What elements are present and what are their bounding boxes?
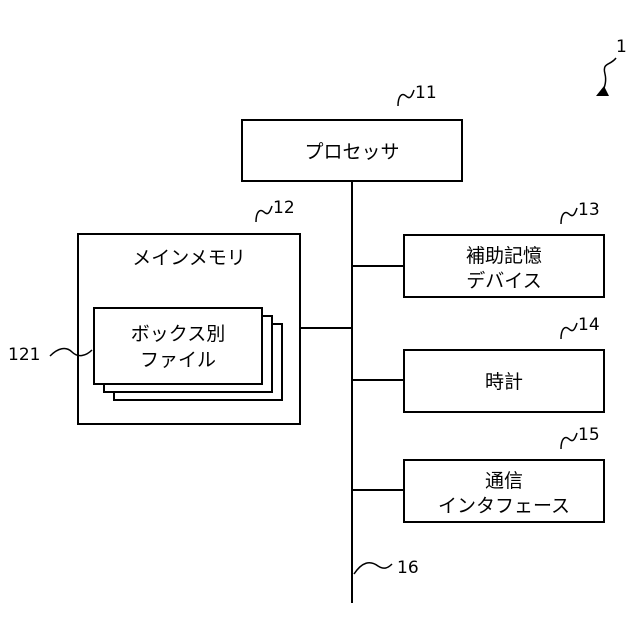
aux-storage-leader-line xyxy=(561,208,577,224)
figure-reference: 1 xyxy=(596,37,627,96)
aux-storage-block: 補助記憶 デバイス 13 xyxy=(404,200,604,297)
clock-block: 時計 14 xyxy=(404,315,604,412)
main-memory-ref: 12 xyxy=(273,198,295,218)
processor-ref: 11 xyxy=(415,83,437,103)
main-memory-leader-line xyxy=(256,206,272,222)
comm-interface-line2: インタフェース xyxy=(438,495,570,517)
processor-leader-line xyxy=(398,90,414,106)
clock-ref: 14 xyxy=(578,315,600,335)
bus: 16 xyxy=(300,181,419,603)
figure-arrow-head xyxy=(596,86,609,96)
clock-leader-line xyxy=(561,323,577,339)
aux-storage-line1: 補助記憶 xyxy=(466,245,542,267)
processor-block: プロセッサ 11 xyxy=(242,83,462,181)
figure-number: 1 xyxy=(616,37,627,57)
comm-interface-block: 通信 インタフェース 15 xyxy=(404,425,604,522)
aux-storage-line2: デバイス xyxy=(466,270,541,292)
processor-label: プロセッサ xyxy=(304,141,399,163)
file-sheet-front xyxy=(94,308,262,384)
comm-interface-line1: 通信 xyxy=(485,470,523,492)
bus-ref: 16 xyxy=(397,558,419,578)
box-files-line2: ファイル xyxy=(140,349,216,371)
comm-interface-ref: 15 xyxy=(578,425,600,445)
main-memory-block: メインメモリ 12 ボックス別 ファイル 121 xyxy=(8,198,300,424)
box-files-ref: 121 xyxy=(8,345,40,365)
box-files-line1: ボックス別 xyxy=(131,323,225,345)
comm-interface-leader-line xyxy=(561,433,577,449)
clock-label: 時計 xyxy=(485,371,523,393)
aux-storage-ref: 13 xyxy=(578,200,600,220)
bus-leader-line xyxy=(354,563,392,574)
main-memory-label: メインメモリ xyxy=(132,247,245,269)
